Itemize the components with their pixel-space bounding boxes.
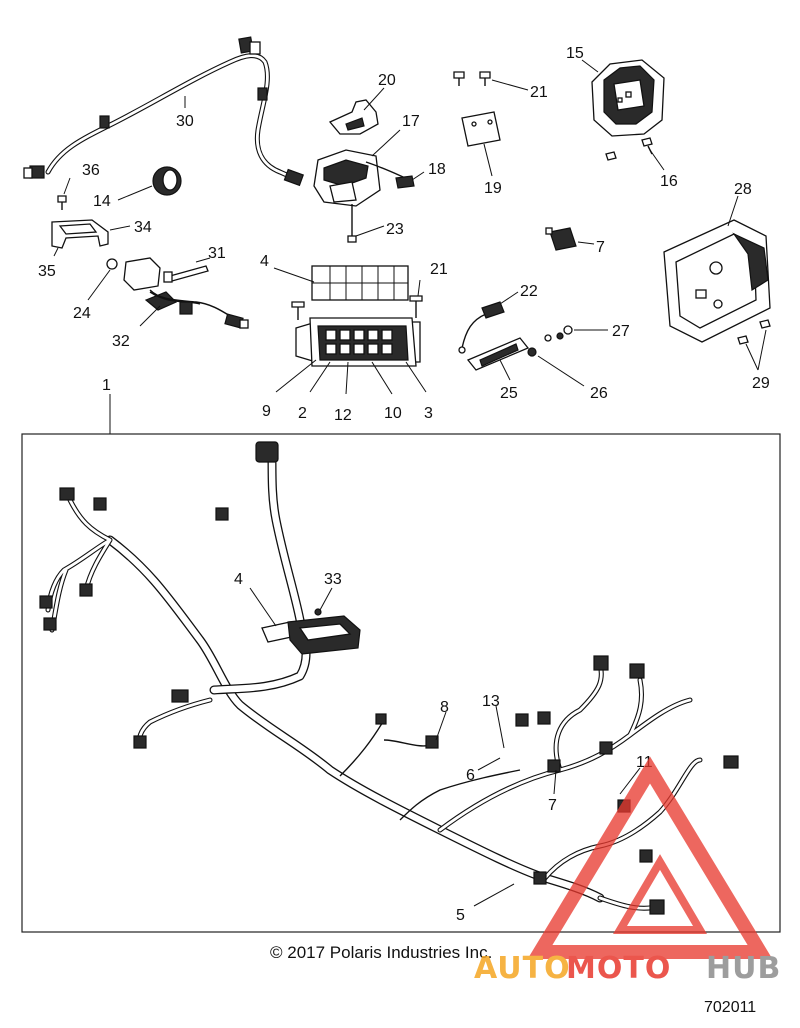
callout-12: 12 xyxy=(334,407,352,424)
automotohub-watermark: AUTO MOTO HUB xyxy=(474,756,781,986)
watermark-moto: MOTO xyxy=(566,951,671,986)
reference-number: 702011 xyxy=(704,999,756,1016)
part-7-connector-top xyxy=(545,227,577,251)
part-30-upper-harness xyxy=(23,36,304,187)
part-15-module xyxy=(591,59,665,137)
callout-24: 24 xyxy=(73,305,91,322)
part-17-ignition-coil xyxy=(313,149,381,243)
callout-7-top: 7 xyxy=(596,239,605,256)
callout-3: 3 xyxy=(424,405,433,422)
part-34-35-bracket xyxy=(51,219,109,249)
callout-25: 25 xyxy=(500,385,518,402)
callout-23: 23 xyxy=(386,221,404,238)
callout-30: 30 xyxy=(176,113,194,130)
watermark-hub: HUB xyxy=(706,951,781,986)
part-25-rail xyxy=(466,337,530,371)
part-16-screws xyxy=(605,137,653,161)
callout-1: 1 xyxy=(102,377,111,394)
callout-19: 19 xyxy=(484,180,502,197)
callout-29: 29 xyxy=(752,375,770,392)
callout-22: 22 xyxy=(520,283,538,300)
callout-14: 14 xyxy=(93,193,111,210)
callout-13: 13 xyxy=(482,693,500,710)
part-18-sensor xyxy=(365,161,415,189)
callout-31: 31 xyxy=(208,245,226,262)
part-14-grommet xyxy=(152,166,182,196)
callout-7-harness: 7 xyxy=(548,797,557,814)
callout-5: 5 xyxy=(456,907,465,924)
part-31-bolt xyxy=(163,265,209,283)
part-29-screws xyxy=(737,319,771,345)
callout-27: 27 xyxy=(612,323,630,340)
part-28-ecu xyxy=(663,219,771,343)
callout-32: 32 xyxy=(112,333,130,350)
callout-28: 28 xyxy=(734,181,752,198)
part-19-plate xyxy=(461,111,501,147)
callout-33: 33 xyxy=(324,571,342,588)
part-36-screw xyxy=(57,195,67,210)
callout-18: 18 xyxy=(428,161,446,178)
callout-21-top: 21 xyxy=(530,84,548,101)
callout-16: 16 xyxy=(660,173,678,190)
callout-36: 36 xyxy=(82,162,100,179)
callout-2: 2 xyxy=(298,405,307,422)
callout-4-harness: 4 xyxy=(234,571,243,588)
callout-15: 15 xyxy=(566,45,584,62)
part-26-27-nuts xyxy=(527,325,573,357)
part-fuse-box xyxy=(291,295,423,367)
callout-6: 6 xyxy=(466,767,475,784)
callout-26: 26 xyxy=(590,385,608,402)
callout-35: 35 xyxy=(38,263,56,280)
part-20-bracket xyxy=(328,99,379,135)
copyright-text: © 2017 Polaris Industries Inc. xyxy=(270,943,492,962)
callout-21-mid: 21 xyxy=(430,261,448,278)
part-21-screws-top xyxy=(453,71,491,86)
callout-17: 17 xyxy=(402,113,420,130)
callout-34: 34 xyxy=(134,219,152,236)
part-32-relay-harness xyxy=(123,257,249,329)
part-4-fuse-label xyxy=(311,265,409,301)
callout-10: 10 xyxy=(384,405,402,422)
callout-8: 8 xyxy=(440,699,449,716)
part-22-sensor-lead xyxy=(458,301,505,354)
callout-9: 9 xyxy=(262,403,271,420)
watermark-auto: AUTO xyxy=(474,951,571,986)
main-wiring-harness xyxy=(39,441,739,915)
callout-20: 20 xyxy=(378,72,396,89)
main-harness-frame xyxy=(21,433,781,933)
part-24-nut xyxy=(106,258,118,270)
callout-4-top: 4 xyxy=(260,253,269,270)
